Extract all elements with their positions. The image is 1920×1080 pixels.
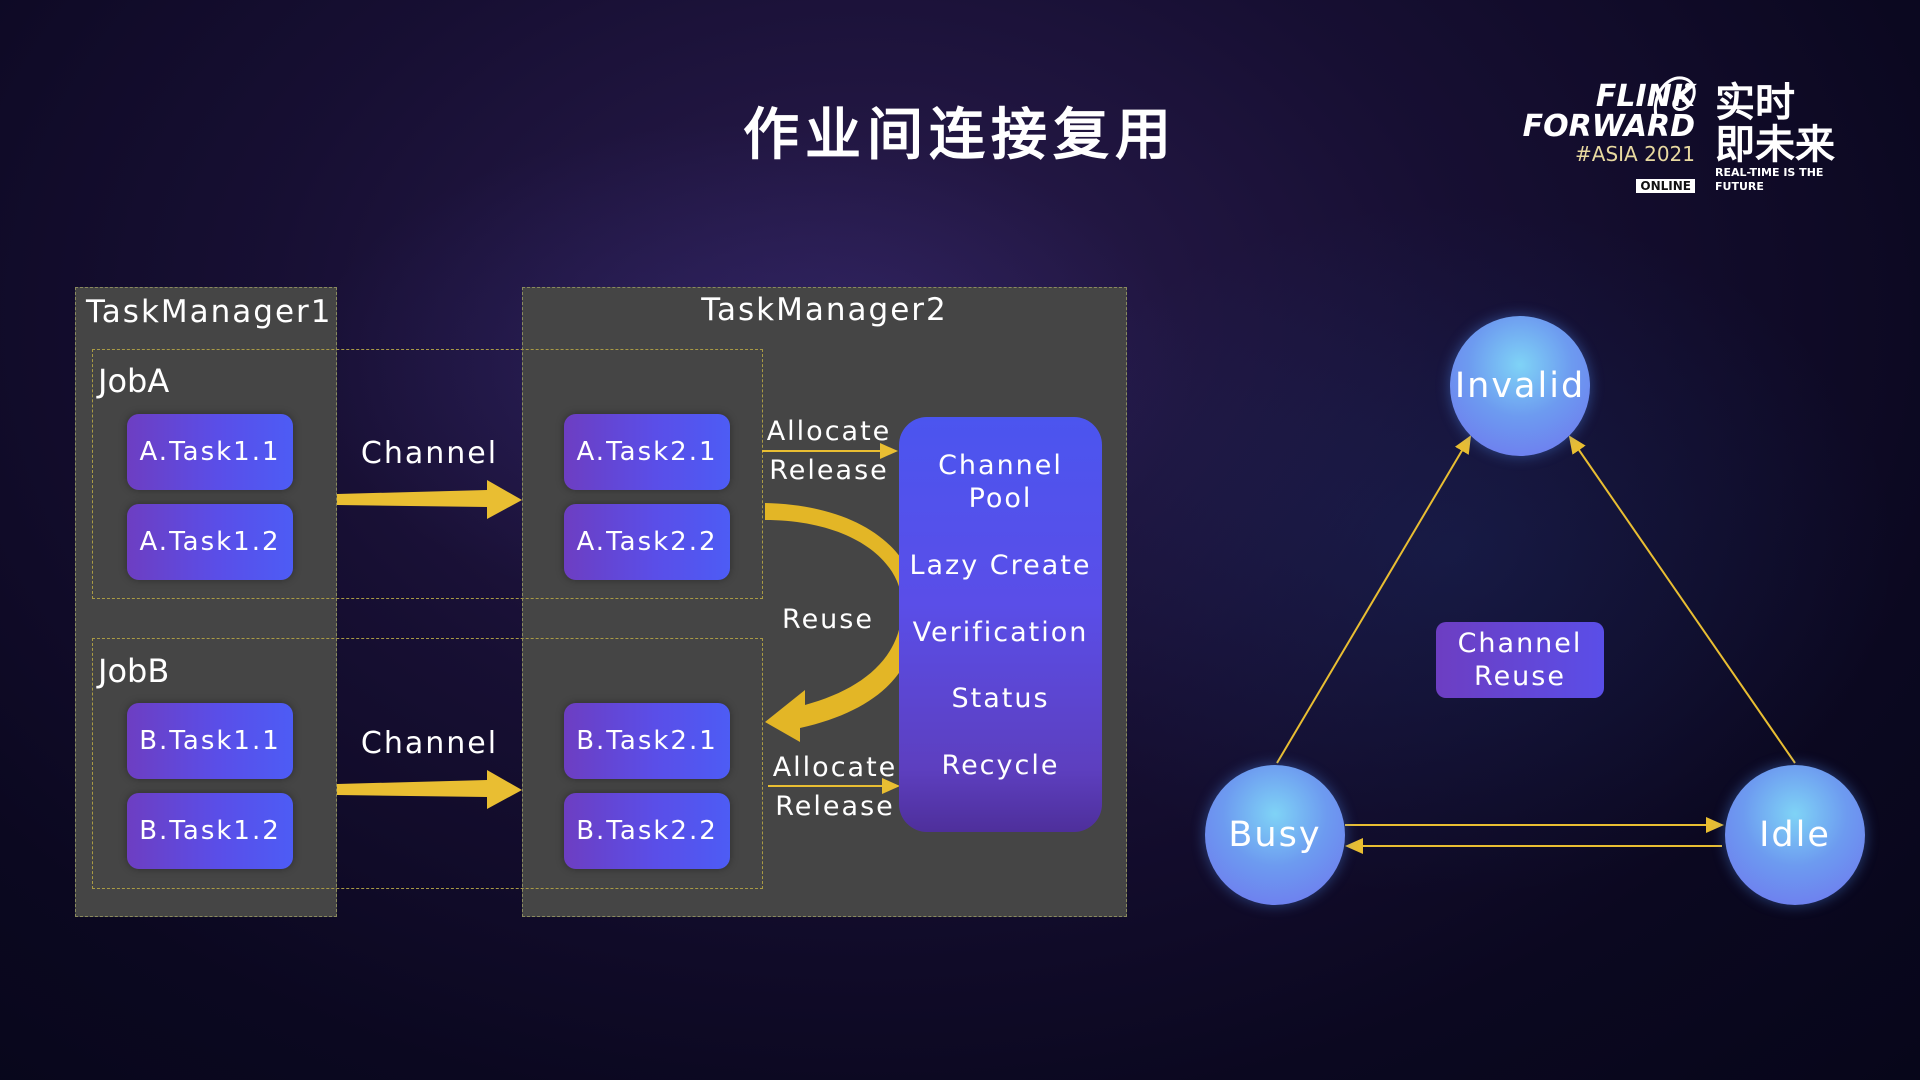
pool-item-recycle: Recycle	[941, 750, 1060, 781]
joba-channel-arrow	[337, 480, 522, 519]
pool-item-status: Status	[951, 683, 1050, 714]
invalid-state-node: Invalid	[1450, 316, 1590, 456]
idle-state-node: Idle	[1725, 765, 1865, 905]
joba-box	[92, 349, 763, 599]
task-b-1-1: B.Task1.1	[127, 703, 293, 779]
pool-title-line1: Channel	[938, 450, 1063, 481]
pool-item-verification: Verification	[912, 617, 1089, 648]
task-a-1-2: A.Task1.2	[127, 504, 293, 580]
flink-forward-logo: FLINK FORWARD #ASIA 2021 ONLINE	[1515, 82, 1695, 196]
task-a-2-1: A.Task2.1	[564, 414, 730, 490]
logo-line-asia: #ASIA 2021	[1575, 142, 1695, 166]
jobb-allocate-label: Allocate	[772, 752, 898, 783]
channel-reuse-line2: Reuse	[1474, 661, 1566, 692]
busy-to-invalid-arrow	[1276, 435, 1472, 764]
jobb-channel-label: Channel	[360, 726, 499, 761]
task-a-1-1: A.Task1.1	[127, 414, 293, 490]
task-b-2-2: B.Task2.2	[564, 793, 730, 869]
jobb-box	[92, 638, 763, 889]
logo-online-badge: ONLINE	[1636, 179, 1695, 193]
jobb-label: JobB	[98, 652, 170, 690]
channel-reuse-line1: Channel	[1457, 628, 1583, 659]
task-b-2-1: B.Task2.1	[564, 703, 730, 779]
joba-label: JobA	[98, 362, 170, 400]
reuse-curve-arrow	[765, 503, 918, 742]
logo-line-forward: FORWARD	[1522, 109, 1695, 144]
joba-allocate-label: Allocate	[766, 416, 892, 447]
pool-title-line2: Pool	[968, 483, 1033, 514]
taskmanager1-label: TaskManager1	[86, 294, 333, 330]
logo-cn-line2: 即未来	[1715, 122, 1835, 168]
joba-channel-label: Channel	[360, 436, 499, 471]
logo-cn-line1: 实时	[1715, 80, 1795, 126]
taskmanager2-label: TaskManager2	[701, 292, 948, 328]
logo-tagline: REAL-TIME IS THE FUTURE	[1715, 166, 1824, 193]
task-a-2-2: A.Task2.2	[564, 504, 730, 580]
busy-state-node: Busy	[1205, 765, 1345, 905]
reuse-label: Reuse	[782, 604, 874, 635]
channel-pool: Channel Pool Lazy Create Verification St…	[899, 417, 1102, 832]
joba-release-label: Release	[769, 455, 889, 486]
task-b-1-2: B.Task1.2	[127, 793, 293, 869]
jobb-channel-arrow	[337, 770, 522, 809]
jobb-release-label: Release	[775, 791, 895, 822]
idle-to-invalid-arrow	[1568, 435, 1796, 764]
slide-title: 作业间连接复用	[743, 103, 1177, 168]
squirrel-icon	[1653, 76, 1696, 117]
channel-reuse-box: Channel Reuse	[1436, 622, 1604, 698]
pool-item-lazy-create: Lazy Create	[909, 550, 1092, 581]
realtime-future-logo: 实时 即未来 REAL-TIME IS THE FUTURE	[1715, 82, 1855, 194]
